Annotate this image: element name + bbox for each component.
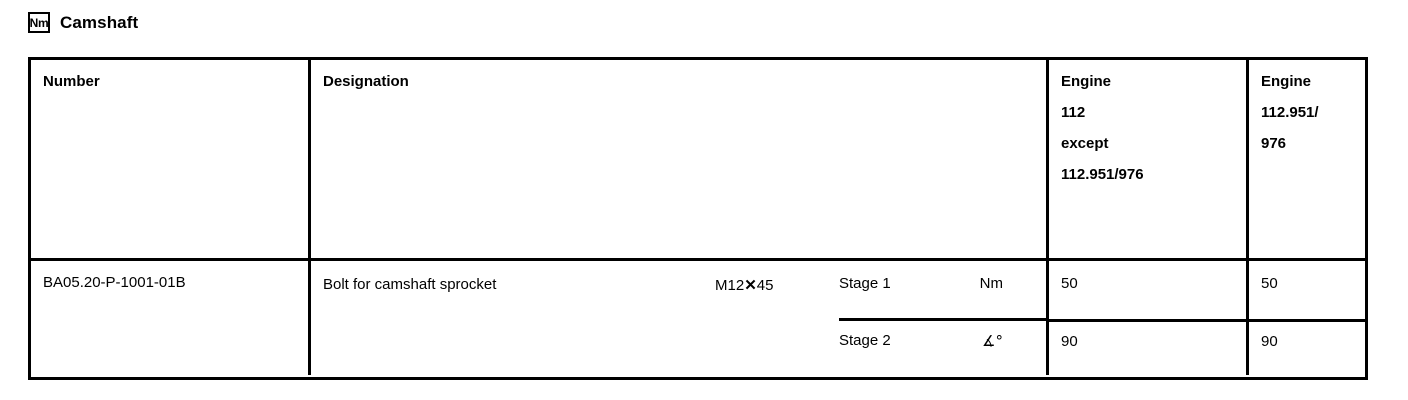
column-header-number: Number bbox=[31, 60, 308, 258]
cell-part-number: BA05.20-P-1001-01B bbox=[31, 261, 308, 375]
engine-112-stage-2-value: 90 bbox=[1049, 319, 1246, 377]
designation-value: Bolt for camshaft sprocket bbox=[323, 276, 497, 293]
engine-951-stage-1-value: 50 bbox=[1261, 275, 1278, 292]
page-title: Camshaft bbox=[60, 12, 139, 32]
stage-row-1: Stage 1 Nm bbox=[839, 261, 1046, 318]
thread-spec: M12✕45 bbox=[715, 275, 839, 375]
torque-spec-table: Number Designation Engine 112 except 112… bbox=[28, 57, 1368, 380]
thread-diameter: M12 bbox=[715, 277, 745, 294]
torque-nm-icon: Nm bbox=[28, 12, 50, 33]
engine-112-line-3: except bbox=[1061, 135, 1109, 152]
multiplication-icon: ✕ bbox=[744, 277, 757, 294]
engine-951-line-3: 976 bbox=[1261, 135, 1287, 152]
stage-list: Stage 1 Nm Stage 2 ∡° bbox=[839, 261, 1046, 375]
part-number-value: BA05.20-P-1001-01B bbox=[43, 274, 186, 291]
engine-951-stage-2-value: 90 bbox=[1249, 319, 1365, 377]
stage-1-unit: Nm bbox=[979, 275, 1003, 292]
stage-row-2: Stage 2 ∡° bbox=[839, 318, 1046, 375]
angle-degree-icon: ∡° bbox=[982, 332, 1003, 350]
column-header-engine-112-951-976-label: Engine 112.951/ 976 bbox=[1261, 74, 1353, 151]
stage-2-label: Stage 2 bbox=[839, 332, 891, 349]
engine-951-line-2: 112.951/ bbox=[1261, 104, 1319, 121]
engine-112-line-1: Engine bbox=[1061, 73, 1112, 90]
column-header-number-label: Number bbox=[43, 73, 100, 90]
engine-112-stage-1-value: 50 bbox=[1061, 275, 1078, 292]
cell-designation: Bolt for camshaft sprocket M12✕45 Stage … bbox=[308, 261, 1046, 375]
column-header-engine-112: Engine 112 except 112.951/976 bbox=[1046, 60, 1246, 258]
page-title-row: Nm Camshaft bbox=[28, 12, 138, 33]
column-header-engine-112-951-976: Engine 112.951/ 976 bbox=[1246, 60, 1365, 258]
cell-engine-112-951-976-values: 50 90 bbox=[1246, 261, 1365, 375]
engine-112-line-4: 112.951/976 bbox=[1061, 166, 1144, 183]
thread-length: 45 bbox=[756, 277, 774, 294]
torque-nm-icon-label: Nm bbox=[29, 15, 49, 30]
stage-1-label: Stage 1 bbox=[839, 275, 891, 292]
column-header-designation: Designation bbox=[308, 60, 1046, 258]
table-row: BA05.20-P-1001-01B Bolt for camshaft spr… bbox=[31, 258, 1365, 375]
engine-951-line-1: Engine bbox=[1261, 73, 1312, 90]
column-header-designation-label: Designation bbox=[323, 73, 409, 90]
column-header-engine-112-label: Engine 112 except 112.951/976 bbox=[1061, 74, 1234, 182]
table-header-row: Number Designation Engine 112 except 112… bbox=[31, 60, 1365, 258]
cell-engine-112-values: 50 90 bbox=[1046, 261, 1246, 375]
engine-112-line-2: 112 bbox=[1061, 104, 1086, 121]
